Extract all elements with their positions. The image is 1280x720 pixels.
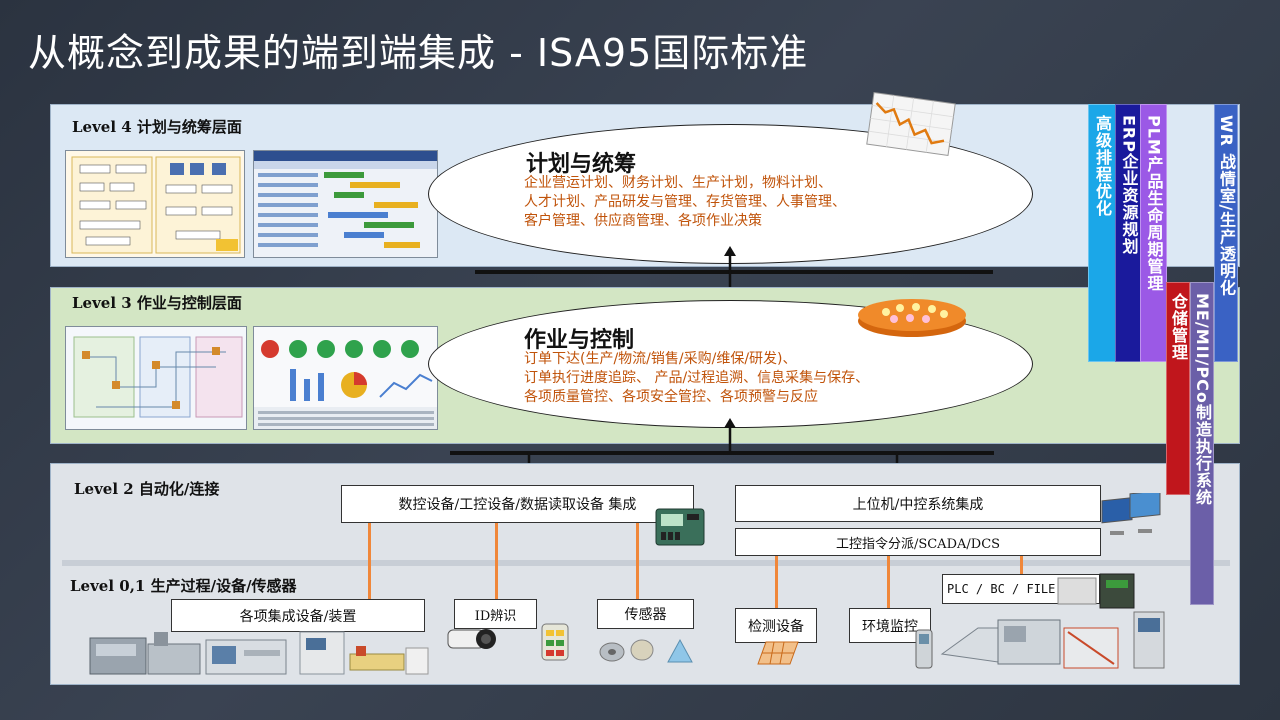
id-recognition-box: ID辨识 (454, 599, 537, 629)
system-bar-mes: ME/MII/PCo制造执行系统 (1190, 282, 1214, 605)
planning-heading: 计划与统筹 (526, 152, 637, 177)
system-bar-wms: 仓储管理 (1166, 282, 1190, 495)
connector-line-l3 (450, 451, 994, 455)
cnc-integration-box: 数控设备/工控设备/数据读取设备 集成 (341, 485, 694, 523)
planning-description: 企业营运计划、财务计划、生产计划，物料计划、 人才计划、产品研发与管理、存货管理… (524, 174, 846, 231)
planning-flowchart-thumbnail (65, 150, 245, 258)
page-title: 从概念到成果的端到端集成 - ISA95国际标准 (28, 31, 809, 75)
connection-line (1020, 556, 1023, 574)
connection-line (495, 523, 498, 599)
integrated-equipment-box: 各项集成设备/装置 (171, 599, 425, 632)
monitor-screens-icon (1100, 490, 1164, 543)
planning-line: 客户管理、供应商管理、各项作业决策 (524, 213, 762, 229)
camera-icon (446, 626, 506, 654)
planning-line: 人才计划、产品研发与管理、存货管理、人事管理、 (524, 194, 846, 210)
automation-line-image (938, 572, 1176, 678)
system-bar-erp: ERP企业资源规划 (1115, 104, 1142, 362)
system-bar-warroom: WR 战情室/生产透明化 (1214, 104, 1238, 362)
plc-controller-icon (655, 508, 705, 546)
operations-line: 各项质量管控、各项安全管控、各项预警与反应 (524, 389, 818, 405)
rfid-reader-icon (540, 622, 570, 662)
sensor-box: 传感器 (597, 599, 694, 629)
level3-label: Level 3 作业与控制层面 (72, 294, 242, 312)
planning-line: 企业营运计划、财务计划、生产计划，物料计划、 (524, 175, 832, 191)
enterprise-repository-icon (856, 297, 968, 339)
system-bar-aps: 高级排程优化 (1088, 104, 1116, 362)
status-monitor-thumbnail (253, 326, 438, 430)
level2-label: Level 2 自动化/连接 (74, 480, 220, 498)
operations-map-thumbnail (65, 326, 247, 430)
level-divider (62, 560, 1230, 566)
handheld-meter-icon (914, 628, 934, 670)
operations-line: 订单执行进度追踪、 产品/过程追溯、信息采集与保存、 (524, 370, 870, 386)
scada-box: 工控指令分派/SCADA/DCS (735, 528, 1101, 556)
production-equipment-image (88, 630, 430, 678)
operations-description: 订单下达(生产/物流/销售/采购/维保/研发)、 订单执行进度追踪、 产品/过程… (524, 350, 869, 407)
double-arrow-icon (722, 418, 738, 454)
connector-line-l4 (475, 270, 993, 274)
sensor-devices-icon (598, 636, 694, 664)
connection-line (775, 556, 778, 608)
inspection-device-icon (752, 638, 800, 666)
planning-gantt-thumbnail (253, 150, 438, 258)
trend-chart-icon (865, 90, 958, 157)
operations-line: 订单下达(生产/物流/销售/采购/维保/研发)、 (524, 351, 797, 367)
operations-heading: 作业与控制 (524, 328, 635, 353)
host-system-box: 上位机/中控系统集成 (735, 485, 1101, 522)
connection-line (636, 523, 639, 599)
connection-line (368, 523, 371, 599)
connection-line (887, 556, 890, 608)
level4-label: Level 4 计划与统筹层面 (72, 118, 242, 136)
level01-label: Level 0,1 生产过程/设备/传感器 (70, 577, 297, 595)
system-bar-plm: PLM产品生命周期管理 (1140, 104, 1167, 362)
